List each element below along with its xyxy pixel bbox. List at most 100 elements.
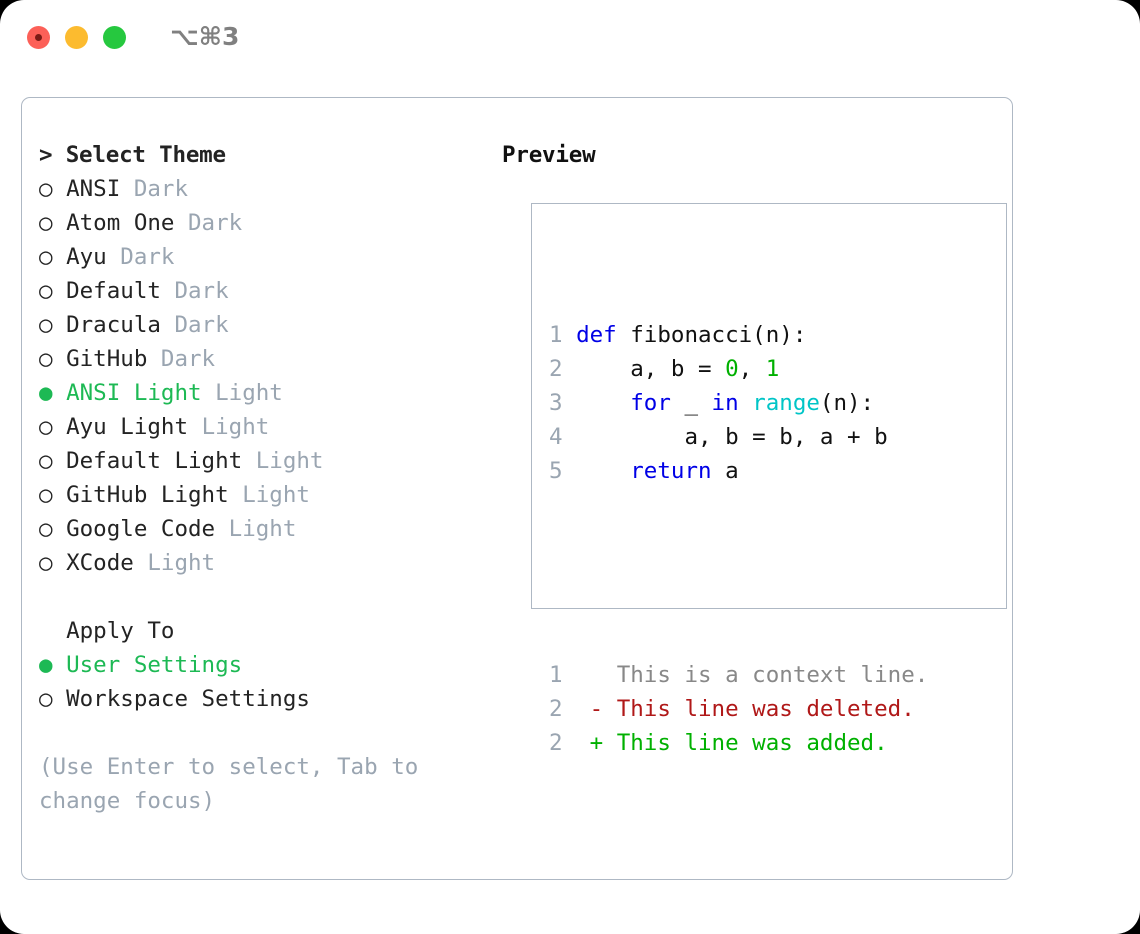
diff-line: 2 - This line was deleted. (549, 692, 928, 726)
radio-unselected-icon[interactable]: ○ (39, 516, 67, 542)
theme-list-item[interactable]: ○ Dracula Dark (39, 308, 499, 342)
preview-column: Preview 1 def fibonacci(n):2 a, b = 0, 1… (502, 138, 1007, 756)
diff-line-number: 2 (549, 730, 563, 756)
line-gutter-space (563, 322, 577, 348)
diff-text: This is a context line. (616, 662, 929, 688)
theme-name: XCode (66, 550, 148, 576)
line-number: 2 (549, 356, 563, 382)
theme-name: GitHub (66, 346, 161, 372)
radio-unselected-icon[interactable]: ○ (39, 278, 67, 304)
radio-unselected-icon[interactable]: ○ (39, 686, 67, 712)
code-token: 0 (725, 356, 739, 382)
code-token: for (630, 390, 671, 416)
code-token: range (752, 390, 820, 416)
code-token: def (576, 322, 617, 348)
line-number: 5 (549, 458, 563, 484)
radio-unselected-icon[interactable]: ○ (39, 176, 67, 202)
code-token: _ (670, 390, 712, 416)
radio-unselected-icon[interactable]: ○ (39, 482, 67, 508)
radio-selected-icon[interactable]: ● (39, 380, 67, 406)
theme-list: ○ ANSI Dark○ Atom One Dark○ Ayu Dark○ De… (39, 172, 499, 580)
theme-list-item[interactable]: ○ ANSI Dark (39, 172, 499, 206)
radio-unselected-icon[interactable]: ○ (39, 448, 67, 474)
theme-category: Light (242, 482, 310, 508)
spacer-before-apply-to (39, 580, 499, 614)
close-window-icon[interactable] (27, 26, 50, 49)
theme-list-item[interactable]: ○ GitHub Light Light (39, 478, 499, 512)
theme-name: Default (66, 278, 175, 304)
minimize-window-icon[interactable] (65, 26, 88, 49)
theme-list-item[interactable]: ○ Ayu Dark (39, 240, 499, 274)
theme-list-item[interactable]: ○ Ayu Light Light (39, 410, 499, 444)
theme-name: Google Code (66, 516, 229, 542)
theme-category: Dark (160, 346, 216, 372)
diff-line-number: 1 (549, 662, 563, 688)
radio-unselected-icon[interactable]: ○ (39, 244, 67, 270)
theme-category: Dark (120, 244, 175, 270)
title-bar: ⌥⌘3 (0, 0, 1140, 78)
code-token (739, 390, 753, 416)
diff-marker: + (589, 730, 617, 756)
theme-category: Light (215, 380, 283, 406)
spacer-before-hint (39, 716, 499, 750)
theme-list-item[interactable]: ○ Google Code Light (39, 512, 499, 546)
radio-selected-icon[interactable]: ● (39, 652, 67, 678)
diff-line-number: 2 (549, 696, 563, 722)
theme-list-item[interactable]: ○ Default Light Light (39, 444, 499, 478)
radio-unselected-icon[interactable]: ○ (39, 210, 67, 236)
diff-gutter-space (563, 662, 590, 688)
line-gutter-space (563, 458, 577, 484)
theme-list-item[interactable]: ○ XCode Light (39, 546, 499, 580)
code-token: in (711, 390, 739, 416)
code-line: 1 def fibonacci(n): (549, 318, 928, 352)
diff-text: This line was added. (616, 730, 888, 756)
code-token: a, b = (576, 356, 726, 382)
theme-name: ANSI Light (66, 380, 216, 406)
apply-to-label: Apply To (66, 618, 175, 644)
keyboard-shortcut-label: ⌥⌘3 (170, 22, 240, 51)
maximize-window-icon[interactable] (103, 26, 126, 49)
diff-line: 2 + This line was added. (549, 726, 928, 760)
theme-list-item[interactable]: ○ Default Dark (39, 274, 499, 308)
diff-marker (590, 662, 617, 688)
theme-category: Light (228, 516, 297, 542)
radio-unselected-icon[interactable]: ○ (39, 550, 67, 576)
code-token (576, 458, 630, 484)
diff-text: This line was deleted. (616, 696, 915, 722)
theme-list-item[interactable]: ○ GitHub Dark (39, 342, 499, 376)
traffic-lights (27, 26, 126, 49)
apply-to-option[interactable]: ● User Settings (39, 648, 499, 682)
apply-to-option[interactable]: ○ Workspace Settings (39, 682, 499, 716)
theme-name: Atom One (66, 210, 189, 236)
theme-name: Ayu (66, 244, 121, 270)
hint-line-1: (Use Enter to select, Tab to (39, 754, 419, 780)
code-line: 4 a, b = b, a + b (549, 420, 928, 454)
line-gutter-space (563, 424, 577, 450)
theme-list-item[interactable]: ● ANSI Light Light (39, 376, 499, 410)
line-number: 4 (549, 424, 563, 450)
apply-to-option-label: Workspace Settings (66, 686, 310, 712)
radio-unselected-icon[interactable]: ○ (39, 346, 67, 372)
theme-category: Dark (188, 210, 243, 236)
code-token: a, b = b, a + b (576, 424, 888, 450)
code-token (576, 390, 630, 416)
theme-list-item[interactable]: ○ Atom One Dark (39, 206, 499, 240)
theme-name: Default Light (66, 448, 256, 474)
line-gutter-space (563, 356, 577, 382)
page-title: Select Theme (65, 142, 226, 168)
theme-category: Light (147, 550, 216, 576)
radio-unselected-icon[interactable]: ○ (39, 312, 67, 338)
theme-name: GitHub Light (66, 482, 243, 508)
code-line: 5 return a (549, 454, 928, 488)
radio-unselected-icon[interactable]: ○ (39, 414, 67, 440)
code-token: fibonacci(n): (616, 322, 807, 348)
diff-gutter-space (563, 696, 590, 722)
hint-line-2: change focus) (39, 788, 216, 814)
preview-title: Preview (502, 142, 596, 168)
code-diff-separator (549, 556, 928, 590)
apply-to-option-label: User Settings (66, 652, 243, 678)
heading-caret: > (39, 142, 66, 168)
